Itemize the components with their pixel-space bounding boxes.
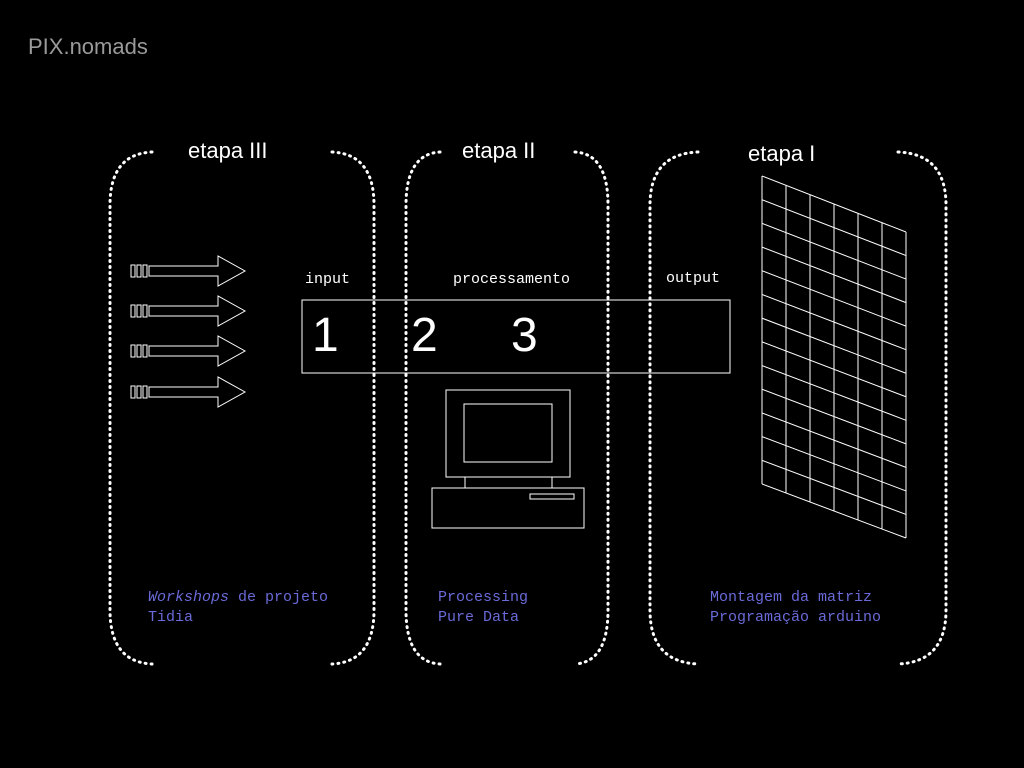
stage-bracket-i-left: [648, 150, 700, 666]
stage-iii-caption-italic: Workshops: [148, 589, 230, 606]
stage-bracket-iii-left: [108, 150, 154, 666]
output-label: output: [666, 270, 721, 287]
processing-label: processamento: [453, 271, 571, 288]
arrow-icon: [130, 295, 247, 327]
stage-title-ii: etapa II: [462, 138, 536, 163]
stage-ii-caption-line-1: Processing: [438, 589, 529, 606]
arrow-icon: [130, 335, 247, 367]
page-title: PIX.nomads: [28, 34, 148, 59]
stage-iii-caption-line-1: Workshops de projeto: [148, 589, 329, 606]
arrow-icon: [130, 255, 247, 287]
flow-box: [301, 299, 731, 374]
stage-bracket-ii-left: [404, 150, 442, 666]
input-label: input: [305, 271, 351, 288]
stage-title-i: etapa I: [748, 141, 816, 166]
step-number-2: 2: [411, 309, 438, 362]
stage-bracket-ii-right: [573, 150, 610, 666]
stage-bracket-iii-right: [330, 150, 376, 666]
stage-title-iii: etapa III: [188, 138, 268, 163]
computer-icon: [431, 389, 585, 529]
stage-i-caption: Montagem da matriz Programação arduino: [710, 588, 881, 628]
step-number-1: 1: [312, 309, 339, 362]
stage-ii-caption: Processing Pure Data: [438, 588, 528, 628]
stage-bracket-i-right: [896, 150, 948, 666]
stage-iii-caption-line-2: Tidia: [148, 609, 194, 626]
led-matrix-grid: [761, 175, 907, 539]
stage-ii-caption-line-2: Pure Data: [438, 609, 520, 626]
step-number-3: 3: [511, 309, 538, 362]
stage-i-caption-line-2: Programação arduino: [710, 609, 882, 626]
stage-iii-caption: Workshops de projeto Tidia: [148, 588, 328, 628]
stage-i-caption-line-1: Montagem da matriz: [710, 589, 873, 606]
arrow-icon: [130, 376, 247, 408]
